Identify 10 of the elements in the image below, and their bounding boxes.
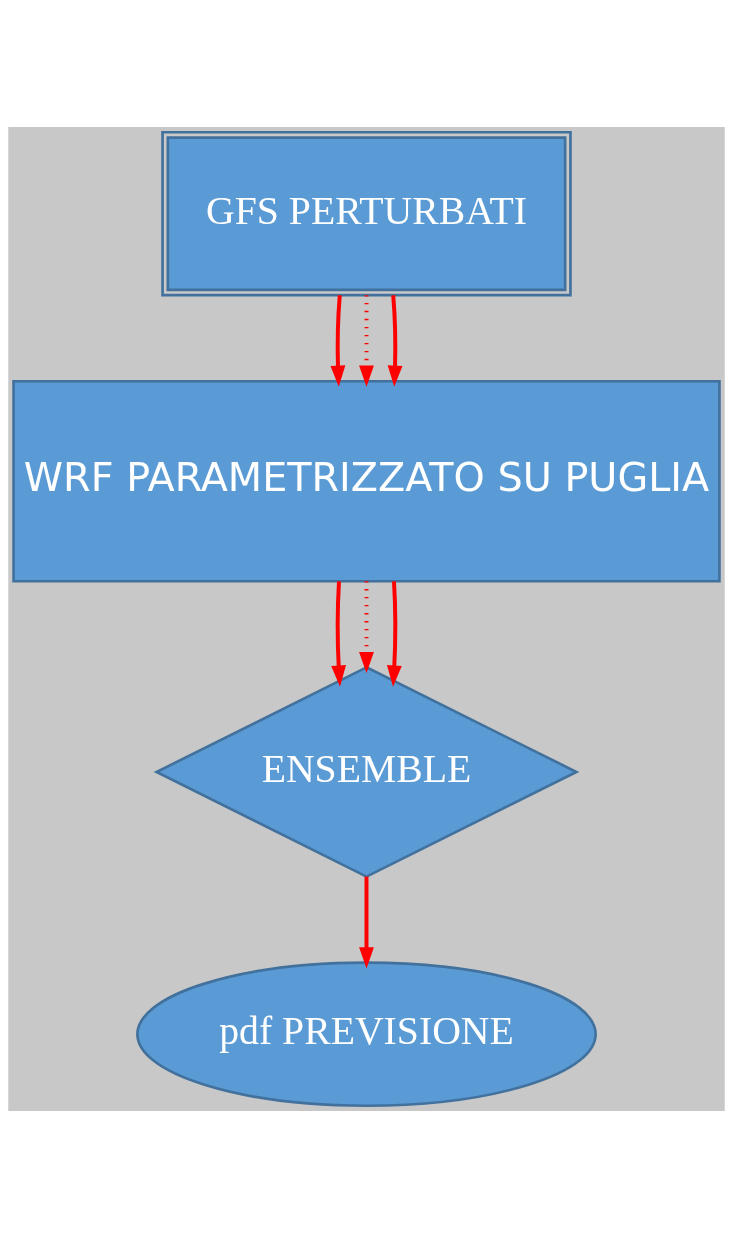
arrow	[330, 295, 346, 387]
arrow	[359, 581, 374, 674]
arrow	[359, 876, 374, 969]
node-box: GFS PERTURBATI	[161, 130, 572, 297]
arrow	[331, 581, 347, 687]
node-box: WRF PARAMETRIZZATO SU PUGLIA	[12, 379, 721, 583]
arrow	[359, 295, 374, 387]
arrow	[387, 295, 403, 387]
node-ellipse: pdf PREVISIONE	[136, 961, 597, 1108]
arrow	[386, 581, 402, 687]
